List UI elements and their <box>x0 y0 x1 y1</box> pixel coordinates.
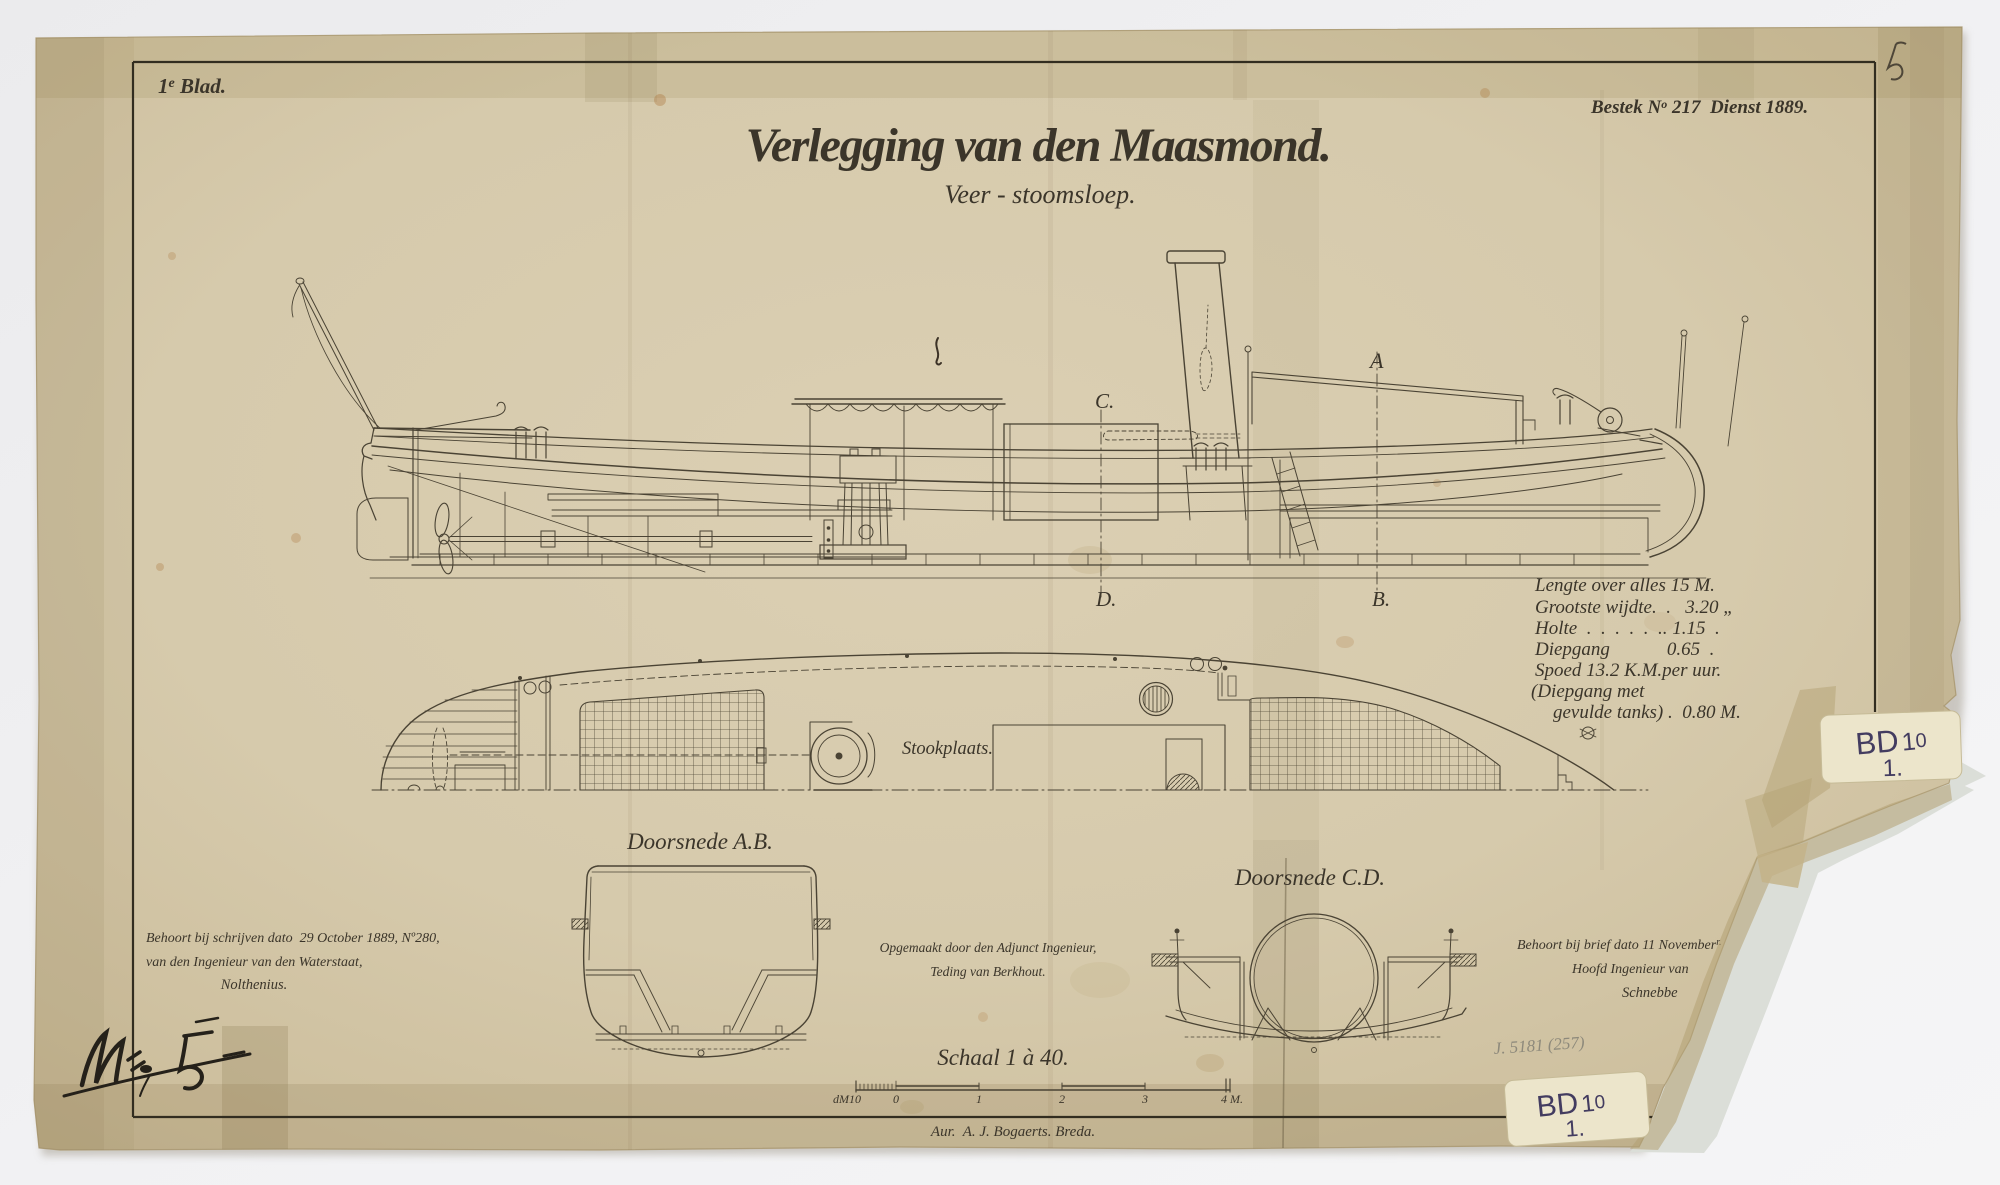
svg-text:D.: D. <box>1095 587 1116 611</box>
svg-text:1.: 1. <box>1882 755 1903 783</box>
svg-text:1.: 1. <box>1565 1114 1586 1141</box>
svg-text:dM10: dM10 <box>833 1092 861 1106</box>
svg-text:3: 3 <box>1141 1092 1148 1106</box>
svg-text:4 M.: 4 M. <box>1221 1092 1243 1106</box>
svg-text:B.: B. <box>1372 587 1390 611</box>
svg-text:(Diepgang met: (Diepgang met <box>1531 681 1645 702</box>
svg-text:1: 1 <box>976 1092 982 1106</box>
svg-text:Behoort bij schrijven dato 29: Behoort bij schrijven dato 29 October 18… <box>146 931 440 946</box>
svg-text:van den Ingenieur van den Wate: van den Ingenieur van den Waterstaat, <box>146 955 362 970</box>
svg-text:Behoort bij brief dato 11 Nove: Behoort bij brief dato 11 Novemberr. <box>1517 937 1722 953</box>
svg-text:0: 0 <box>893 1092 899 1106</box>
svg-text:Opgemaakt door den Adjunct Ing: Opgemaakt door den Adjunct Ingenieur, <box>880 940 1097 955</box>
svg-text:Grootste wijdte. . 3.20 „: Grootste wijdte. . 3.20 „ <box>1535 597 1734 618</box>
svg-text:A: A <box>1368 348 1384 373</box>
svg-text:Aur. A. J. Bogaerts. Breda.: Aur. A. J. Bogaerts. Breda. <box>930 1124 1095 1140</box>
svg-text:Schaal 1 à 40.: Schaal 1 à 40. <box>937 1045 1069 1070</box>
svg-text:Spoed 13.2 K.M.per uur.: Spoed 13.2 K.M.per uur. <box>1535 660 1721 681</box>
svg-text:2: 2 <box>1059 1092 1065 1106</box>
svg-text:gevulde tanks) . 0.80 M.: gevulde tanks) . 0.80 M. <box>1553 702 1741 723</box>
svg-text:Holte . . . . . .. 1.15: Holte . . . . . .. 1.15 . <box>1534 618 1720 639</box>
svg-text:Nolthenius.: Nolthenius. <box>220 977 287 993</box>
svg-text:Lengte over alles 15 M.: Lengte over alles 15 M. <box>1534 575 1715 596</box>
svg-text:Bestek No 217 Dienst 1889.: Bestek No 217 Dienst 1889. <box>1590 97 1808 118</box>
svg-text:C.: C. <box>1095 389 1114 413</box>
svg-text:Verlegging van den Maasmond.: Verlegging van den Maasmond. <box>746 119 1331 172</box>
svg-text:Doorsnede A.B.: Doorsnede A.B. <box>626 829 773 854</box>
svg-text:Schnebbe: Schnebbe <box>1622 985 1678 1001</box>
svg-text:Doorsnede C.D.: Doorsnede C.D. <box>1234 865 1385 890</box>
svg-text:Diepgang 0.65 .: Diepgang 0.65 . <box>1534 639 1714 660</box>
svg-text:Veer - stoomsloep.: Veer - stoomsloep. <box>944 180 1135 209</box>
svg-text:BD10: BD10 <box>1854 721 1928 762</box>
svg-text:Teding van Berkhout.: Teding van Berkhout. <box>930 964 1045 979</box>
svg-text:Hoofd Ingenieur van: Hoofd Ingenieur van <box>1571 962 1689 977</box>
svg-text:Stookplaats.: Stookplaats. <box>902 739 993 759</box>
svg-text:1e Blad.: 1e Blad. <box>158 74 226 98</box>
